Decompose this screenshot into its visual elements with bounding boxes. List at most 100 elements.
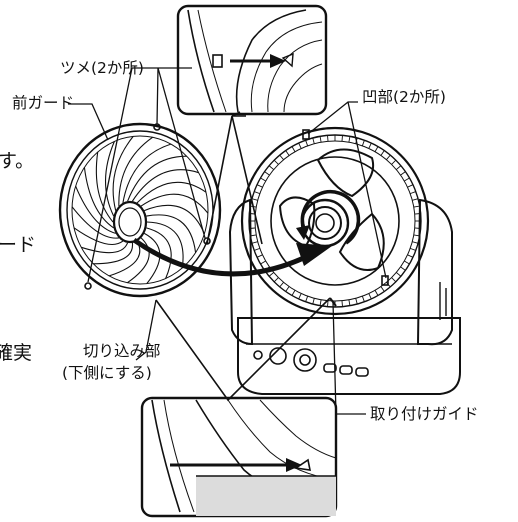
grille-tick: [391, 277, 397, 283]
assembly-arrow: [132, 237, 314, 277]
grille-tick: [305, 296, 309, 302]
cropped-text-fragment-1: す。: [0, 150, 34, 172]
swirl-line: [71, 206, 119, 239]
swirl-line: [136, 181, 207, 204]
swirl-line: [118, 136, 153, 207]
grille-tick: [260, 260, 266, 265]
swirl-line: [83, 167, 115, 229]
grille-tick: [400, 171, 406, 176]
grille-tick: [410, 247, 416, 251]
label-notch: 切り込み部: [83, 342, 161, 360]
cropped-text-fragment-3: 確実: [0, 342, 32, 364]
swirl-line: [144, 204, 205, 235]
grille-tick: [273, 277, 279, 283]
rear-fan-blades: [278, 148, 385, 271]
grille-tick: [268, 165, 275, 170]
fan-body: [228, 126, 461, 395]
swirl-line: [146, 227, 172, 279]
grille-tick: [273, 159, 279, 165]
cropped-text-fragment-2: ード: [0, 234, 36, 256]
grille-tick: [251, 241, 258, 244]
grille-tick: [348, 136, 351, 143]
grille-tick: [260, 177, 266, 182]
grille-tick: [355, 298, 358, 305]
control-panel: [246, 343, 452, 377]
front-guard-swirl-grille: [71, 136, 209, 284]
grille-tick: [251, 198, 258, 201]
grille-tick: [404, 260, 410, 265]
label-front-guard: 前ガード: [12, 94, 74, 112]
grille-tick: [361, 296, 365, 302]
bottom-detail-inset: [140, 396, 338, 518]
swirl-line: [146, 221, 184, 269]
grille-tick: [412, 241, 419, 244]
grille-tick: [395, 272, 402, 277]
swirl-line: [95, 151, 114, 223]
grille-tick: [312, 137, 315, 144]
grille-tick: [407, 254, 414, 258]
label-recess: 凹部(2か所): [362, 88, 446, 106]
swirl-line: [73, 227, 124, 245]
grille-tick: [298, 142, 302, 149]
swirl-line: [127, 155, 187, 202]
grille-tick: [386, 154, 391, 161]
inset-bottom-arrowhead: [286, 458, 302, 472]
grille-tick: [254, 247, 260, 251]
grille-tick: [404, 177, 410, 182]
grille-tick: [291, 146, 296, 152]
swirl-line: [105, 141, 115, 217]
grille-tick: [305, 140, 309, 146]
grille-tick: [254, 191, 260, 195]
grille-tick: [291, 290, 296, 296]
grille-tick: [414, 213, 421, 215]
grille-tick: [327, 135, 329, 142]
grille-tick: [285, 286, 290, 292]
swirl-line: [140, 193, 209, 214]
grille-tick: [412, 198, 419, 201]
grille-tick: [391, 159, 397, 165]
grille-tick: [368, 293, 372, 300]
grille-tick: [380, 150, 385, 156]
grille-tick: [368, 142, 372, 149]
grille-tick: [407, 184, 414, 188]
assembly-arrowhead: [296, 243, 332, 266]
rotation-arrowhead: [296, 225, 310, 240]
inset-top-arrowhead: [270, 54, 286, 68]
swirl-line: [131, 169, 199, 202]
grille-tick: [264, 171, 270, 176]
grille-tick: [319, 299, 322, 306]
swirl-line: [127, 237, 150, 284]
grille-tick: [414, 227, 421, 229]
grille-tick: [250, 234, 257, 237]
leader-lines: [68, 67, 387, 415]
grille-tick: [312, 298, 315, 305]
grille-tick: [410, 191, 416, 195]
grille-tick: [361, 140, 365, 146]
rear-guard-grille: [249, 135, 421, 307]
swirl-line: [144, 232, 161, 284]
swirl-line: [112, 136, 134, 211]
grille-tick: [374, 146, 379, 152]
grille-tick: [374, 290, 379, 296]
swirl-line: [93, 242, 133, 265]
grille-tick: [298, 293, 302, 300]
grille-tick: [341, 300, 343, 307]
grille-tick: [279, 154, 284, 161]
grille-tick: [380, 286, 385, 292]
grille-tick: [256, 184, 263, 188]
grille-tick: [395, 165, 402, 170]
label-mount-guide: 取り付けガイド: [370, 405, 479, 423]
grille-tick: [279, 281, 284, 288]
grille-tick: [327, 300, 329, 307]
label-tabs: ツメ(2か所): [60, 59, 144, 77]
label-notch-sub: (下側にする): [62, 364, 152, 382]
swirl-line: [75, 185, 116, 234]
grille-tick: [341, 135, 343, 142]
top-detail-inset: [176, 4, 328, 116]
grille-tick: [249, 227, 256, 229]
grille-tick: [268, 272, 275, 277]
grille-tick: [413, 205, 420, 208]
swirl-line: [122, 143, 172, 203]
grille-tick: [285, 150, 290, 156]
